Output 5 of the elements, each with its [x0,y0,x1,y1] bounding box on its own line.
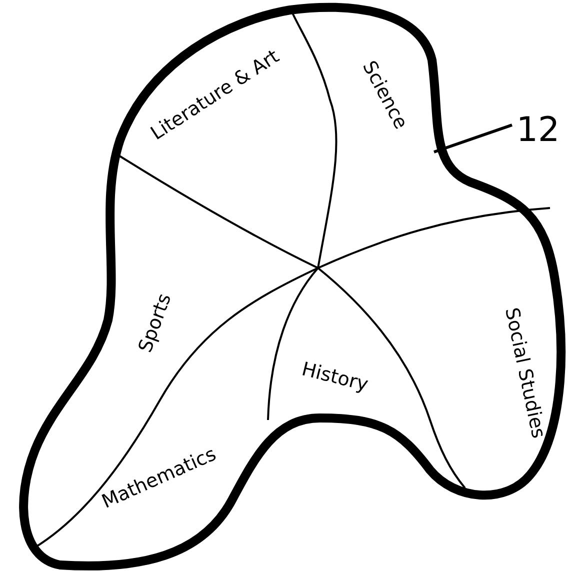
region-label: Sports [134,290,176,356]
region-label: History [300,358,370,396]
region-label: Social Studies [500,306,550,440]
callout-number: 12 [516,110,560,150]
leader-line [434,124,512,154]
